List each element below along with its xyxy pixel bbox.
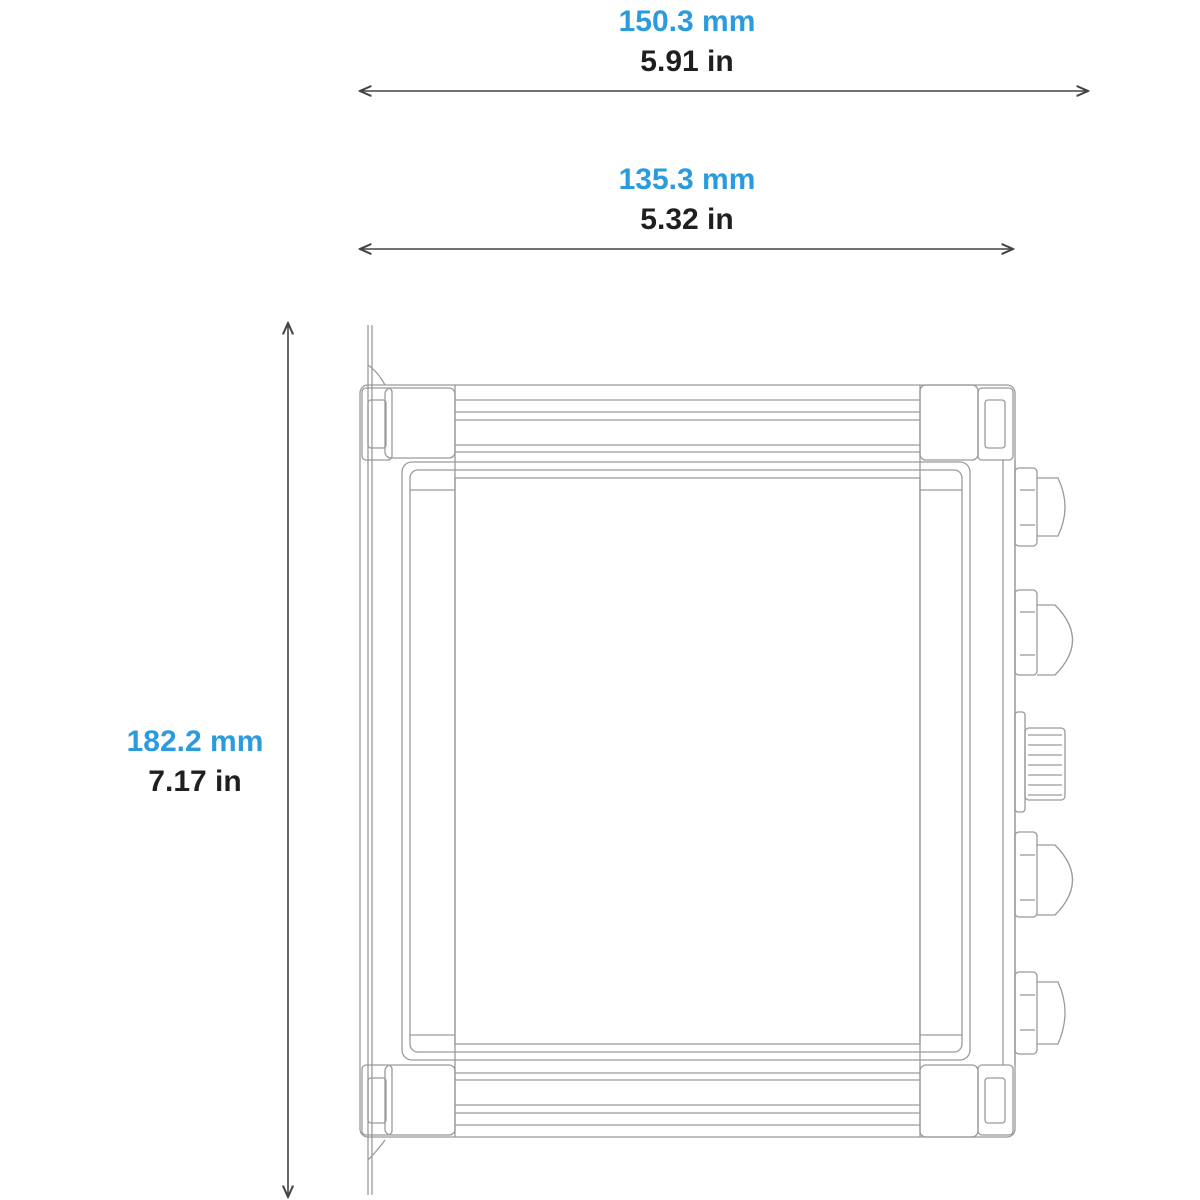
- connector-3-threaded: [1014, 711, 1066, 813]
- height-mm: 182.2 mm: [126, 725, 264, 758]
- connector-2: [1014, 589, 1074, 676]
- connector-1: [1014, 467, 1066, 547]
- overall-width-in: 5.91 in: [640, 45, 734, 78]
- overall-width-mm: 150.3 mm: [618, 5, 756, 38]
- height-label: 182.2 mm 7.17 in: [95, 722, 295, 802]
- body-width-in: 5.32 in: [640, 203, 734, 236]
- height-in: 7.17 in: [148, 765, 242, 798]
- connectors: [1014, 467, 1074, 1055]
- body-width-mm: 135.3 mm: [618, 163, 756, 196]
- device-outline: [359, 325, 1016, 1195]
- body-width-label: 135.3 mm 5.32 in: [537, 160, 837, 240]
- overall-width-label: 150.3 mm 5.91 in: [537, 2, 837, 82]
- connector-4: [1014, 831, 1074, 918]
- connector-5: [1014, 971, 1066, 1055]
